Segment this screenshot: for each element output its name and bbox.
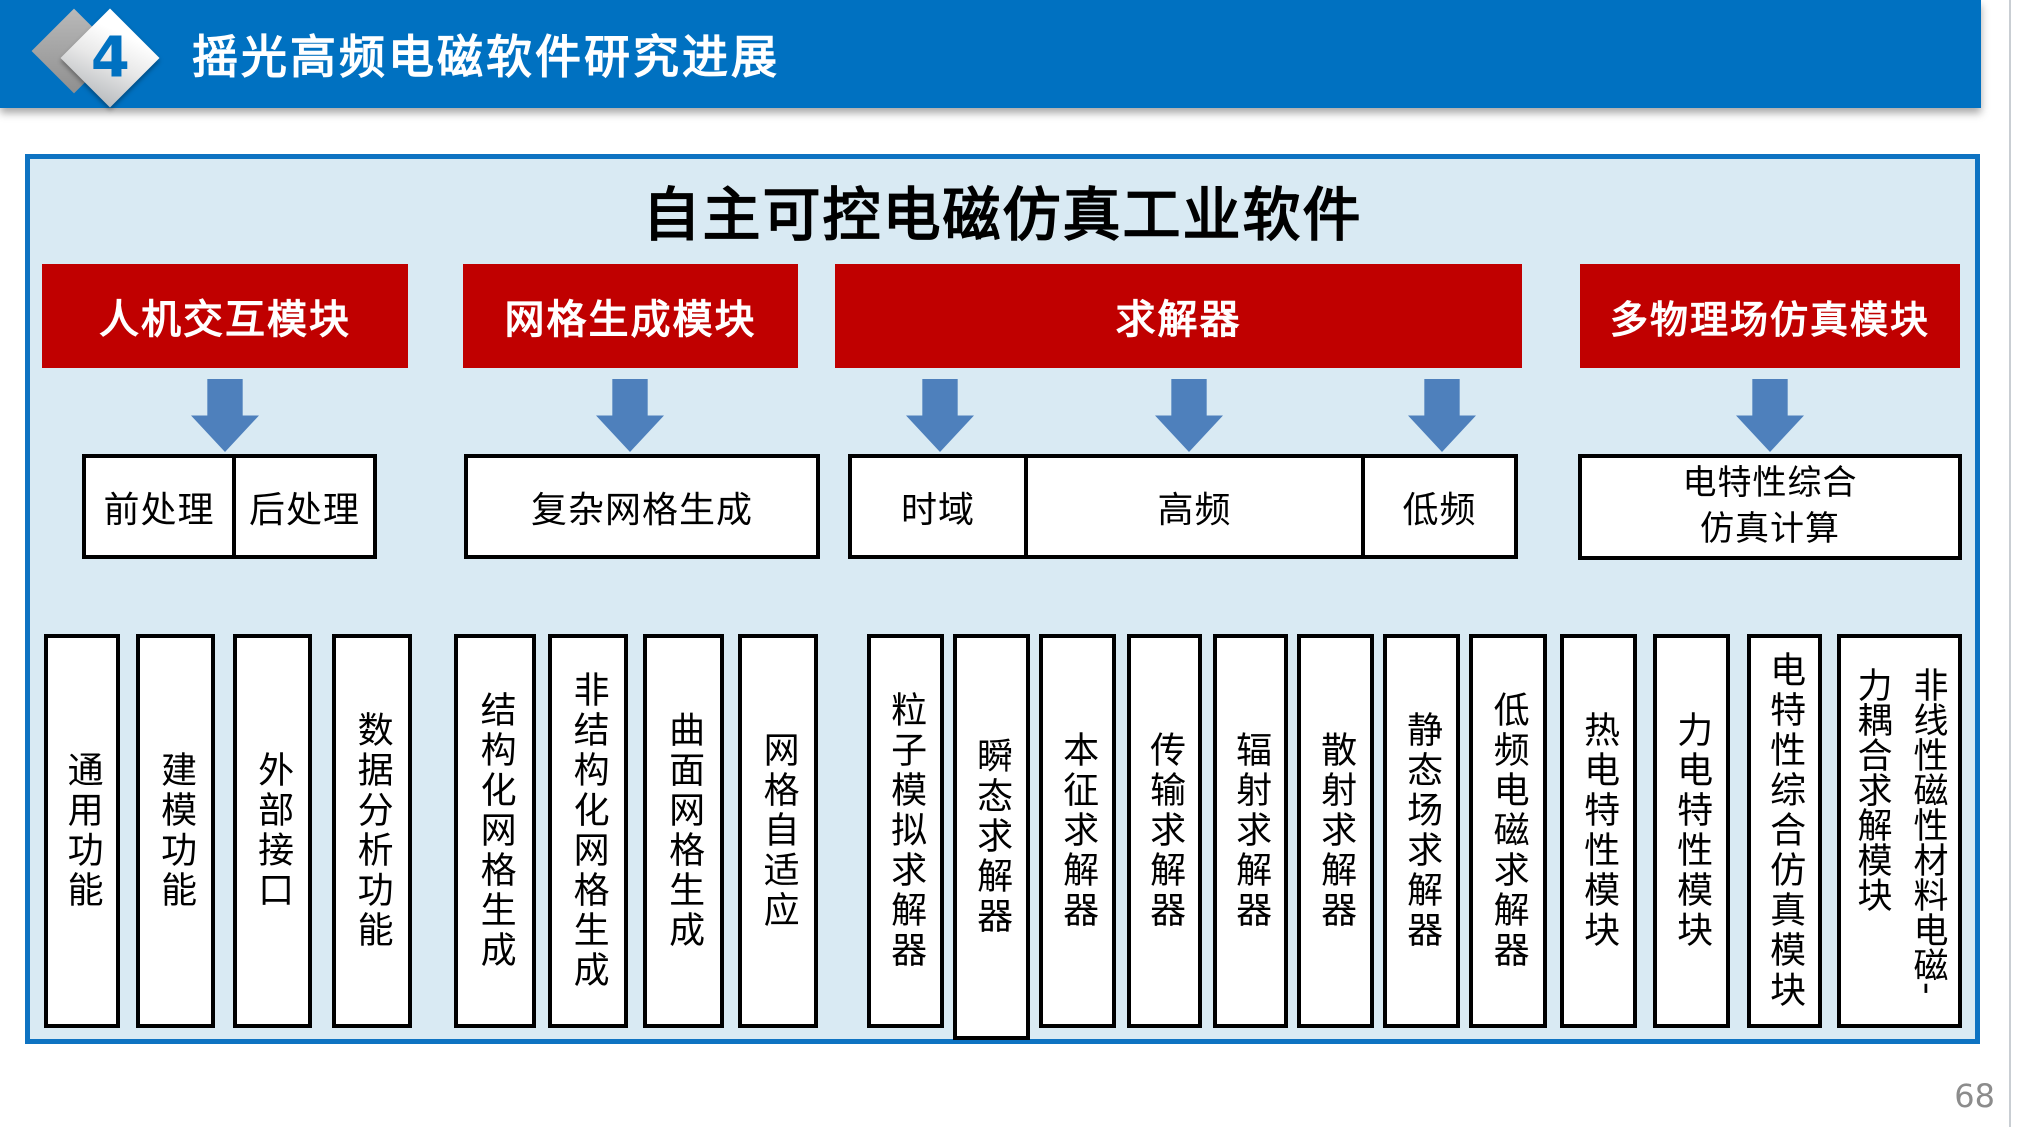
item-label: 瞬态求解器 [971, 737, 1013, 937]
item-box: 粒子模拟求解器 [867, 634, 944, 1028]
sub-box-postprocess: 后处理 [232, 458, 373, 555]
item-label: 粒子模拟求解器 [885, 691, 927, 971]
sub-box-low-frequency: 低频 [1361, 458, 1514, 555]
solver-sub-boxes: 时域 高频 低频 [848, 454, 1518, 559]
item-label: 外部接口 [252, 751, 294, 911]
item-box: 建模功能 [136, 634, 215, 1028]
item-box: 非结构化网格生成 [548, 634, 628, 1028]
item-label: 辐射求解器 [1230, 731, 1272, 931]
item-label: 建模功能 [155, 751, 197, 911]
item-label: 电特性综合仿真模块 [1764, 651, 1806, 1011]
item-box: 电特性综合仿真模块 [1747, 634, 1822, 1028]
diagram-title: 自主可控电磁仿真工业软件 [642, 181, 1363, 249]
slide-edge-divider [2009, 0, 2011, 1127]
item-label: 低频电磁求解器 [1487, 691, 1529, 971]
item-box: 外部接口 [233, 634, 312, 1028]
section-number: 4 [90, 25, 130, 90]
hmi-sub-boxes: 前处理 后处理 [82, 454, 377, 559]
item-box: 静态场求解器 [1383, 634, 1460, 1028]
item-box: 网格自适应 [738, 634, 818, 1028]
item-label: 结构化网格生成 [474, 691, 516, 971]
slide-title: 摇光高频电磁软件研究进展 [192, 30, 780, 84]
item-label: 散射求解器 [1315, 731, 1357, 931]
sub-box-high-frequency: 高频 [1024, 458, 1361, 555]
item-box: 力电特性模块 [1653, 634, 1730, 1028]
sub-box-time-domain: 时域 [900, 489, 975, 531]
item-label: 非结构化网格生成 [567, 671, 609, 991]
item-label: 本征求解器 [1057, 731, 1099, 931]
module-header-solver: 求解器 [835, 264, 1522, 368]
item-box: 本征求解器 [1039, 634, 1116, 1028]
sub-box-preprocess: 前处理 [103, 489, 215, 531]
item-box: 结构化网格生成 [454, 634, 536, 1028]
item-box: 非线性磁性材料电磁- 力耦合求解模块 [1837, 634, 1962, 1028]
item-label: 数据分析功能 [351, 711, 393, 951]
module-header-mesh: 网格生成模块 [463, 264, 798, 368]
item-label: 热电特性模块 [1578, 711, 1620, 951]
module-header-hmi: 人机交互模块 [42, 264, 408, 368]
item-label: 曲面网格生成 [663, 711, 705, 951]
item-box: 传输求解器 [1127, 634, 1202, 1028]
item-box: 数据分析功能 [332, 634, 412, 1028]
item-box: 曲面网格生成 [643, 634, 724, 1028]
page-number: 68 [1954, 1077, 1995, 1115]
module-header-multiphysics: 多物理场仿真模块 [1580, 264, 1960, 368]
header-bar: 4 摇光高频电磁软件研究进展 [0, 0, 1981, 108]
item-label: 非线性磁性材料电磁- 力耦合求解模块 [1851, 667, 1948, 995]
item-box: 散射求解器 [1297, 634, 1374, 1028]
item-box: 低频电磁求解器 [1469, 634, 1547, 1028]
item-label: 静态场求解器 [1401, 711, 1443, 951]
item-box: 辐射求解器 [1213, 634, 1288, 1028]
item-box: 通用功能 [44, 634, 120, 1028]
item-label: 网格自适应 [757, 731, 799, 931]
sub-box-complex-mesh: 复杂网格生成 [464, 454, 820, 559]
item-box: 瞬态求解器 [953, 634, 1030, 1040]
item-box: 热电特性模块 [1560, 634, 1637, 1028]
item-label: 通用功能 [61, 751, 103, 911]
item-label: 力电特性模块 [1671, 711, 1713, 951]
sub-box-electrical-simulation: 电特性综合 仿真计算 [1578, 454, 1962, 560]
item-label: 传输求解器 [1144, 731, 1186, 931]
